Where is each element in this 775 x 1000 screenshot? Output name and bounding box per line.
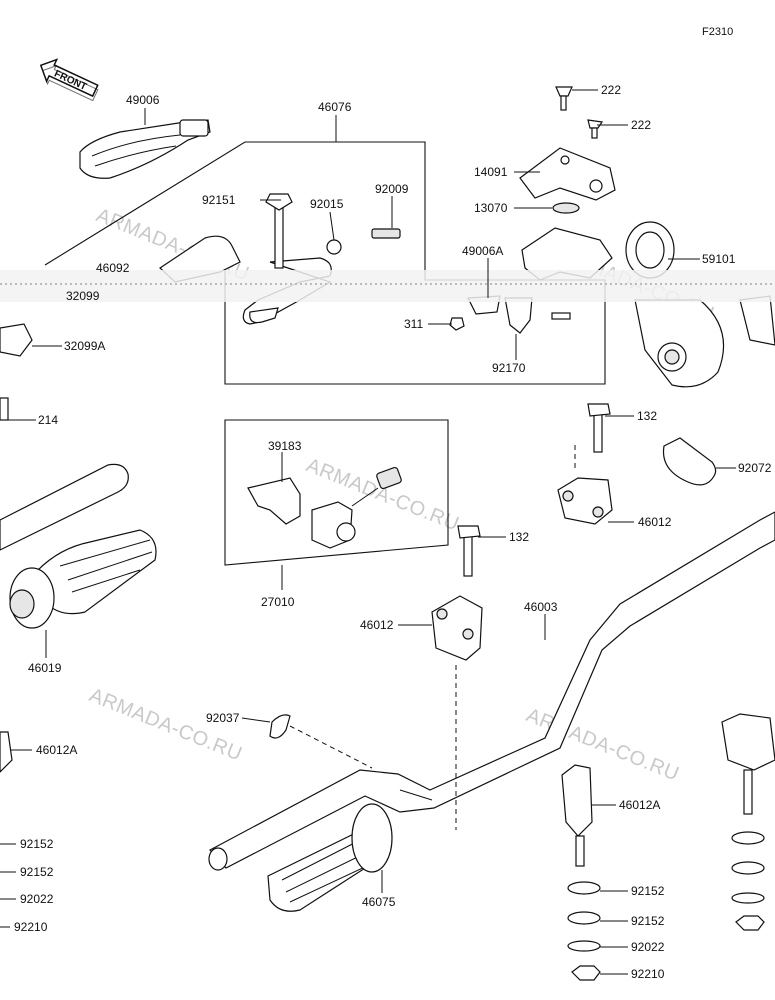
label-39183: 39183 xyxy=(268,439,302,453)
left-column-leaders xyxy=(0,843,16,928)
label-92210-b: 92210 xyxy=(631,967,665,981)
label-92170: 92170 xyxy=(492,361,526,375)
label-49006: 49006 xyxy=(126,93,160,107)
label-222-b: 222 xyxy=(631,118,651,132)
label-92152-c: 92152 xyxy=(631,884,665,898)
label-92152-d: 92152 xyxy=(631,914,665,928)
lever-guard-part xyxy=(79,119,211,179)
label-32099A: 32099A xyxy=(64,339,105,353)
label-92152-a: 92152 xyxy=(20,837,54,851)
label-59101: 59101 xyxy=(702,252,736,266)
label-92072: 92072 xyxy=(738,461,772,475)
label-92015: 92015 xyxy=(310,197,344,211)
throttle-housing-part xyxy=(519,86,616,281)
label-132-b: 132 xyxy=(509,530,529,544)
label-14091: 14091 xyxy=(474,165,508,179)
label-132-a: 132 xyxy=(637,409,657,423)
label-46019: 46019 xyxy=(28,661,62,675)
handlebar-clamp-upper-left xyxy=(431,525,483,661)
label-46003: 46003 xyxy=(524,600,558,614)
label-13070: 13070 xyxy=(474,201,508,215)
kill-switch-part xyxy=(247,466,402,549)
wire-clip-part xyxy=(269,714,291,739)
label-46012A-b: 46012A xyxy=(619,798,660,812)
label-222-a: 222 xyxy=(601,83,621,97)
label-46012-b: 46012 xyxy=(360,618,394,632)
label-46012A-a: 46012A xyxy=(36,743,77,757)
label-46012-a: 46012 xyxy=(638,515,672,529)
label-49006A: 49006A xyxy=(462,244,503,258)
part-labels: 49006 46076 92151 92015 92009 46092 3209… xyxy=(14,83,772,981)
handlebar-clamp-upper-right xyxy=(557,403,613,525)
label-46092: 46092 xyxy=(96,261,130,275)
handlebar-clamp-lower-right xyxy=(561,764,601,981)
label-92022-b: 92022 xyxy=(631,940,665,954)
label-27010: 27010 xyxy=(261,595,295,609)
right-grip-part xyxy=(267,803,393,912)
label-92022-a: 92022 xyxy=(20,892,54,906)
left-grip-part xyxy=(0,463,157,629)
label-92210-a: 92210 xyxy=(14,920,48,934)
scan-band xyxy=(0,270,775,302)
label-92151: 92151 xyxy=(202,193,236,207)
clutch-lever-part xyxy=(159,193,401,325)
assembly-box-27010 xyxy=(224,419,449,566)
label-46075: 46075 xyxy=(362,895,396,909)
diagram-code: F2310 xyxy=(702,26,733,38)
leader-lines xyxy=(8,89,736,975)
label-214: 214 xyxy=(38,413,58,427)
label-32099: 32099 xyxy=(66,289,100,303)
cable-tie-part xyxy=(662,437,717,486)
hot-start-lever-part xyxy=(0,323,33,421)
label-92152-b: 92152 xyxy=(20,865,54,879)
throttle-pulley-part xyxy=(625,221,775,388)
label-92009: 92009 xyxy=(375,182,409,196)
handlebar-clamp-lower-left xyxy=(0,731,13,773)
handlebar-part xyxy=(208,511,775,871)
front-arrow-icon: FRONT xyxy=(39,58,99,102)
label-92037: 92037 xyxy=(206,711,240,725)
label-311: 311 xyxy=(404,317,423,331)
handlebar-clamp-lower-far-right xyxy=(721,713,775,931)
label-46076: 46076 xyxy=(318,100,352,114)
